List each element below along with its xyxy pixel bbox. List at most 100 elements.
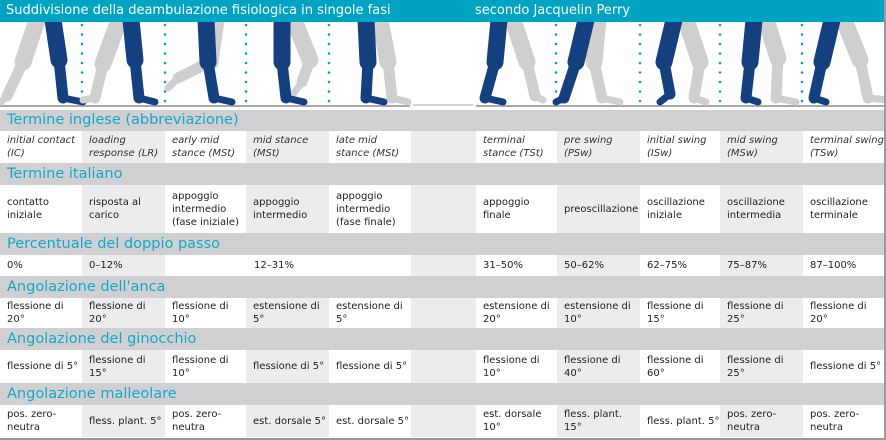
- passive-leg-shin: [688, 56, 706, 104]
- title-bar: Suddivisione della deambulazione fisiolo…: [0, 0, 886, 22]
- active-leg-shin: [360, 56, 374, 104]
- table-cell: 62–75%: [640, 255, 720, 276]
- table-cell: risposta al carico: [82, 185, 165, 233]
- active-leg-shin: [808, 56, 828, 104]
- table-cell: appoggio intermedio (fase iniziale): [165, 185, 246, 233]
- passive-leg-thigh: [285, 22, 319, 69]
- active-leg-thigh: [567, 22, 595, 71]
- active-leg-foot: [59, 94, 87, 106]
- table-cell: [411, 405, 476, 437]
- phase-divider-dot: [718, 23, 722, 27]
- phase-divider-dot: [163, 71, 167, 74]
- table-cell: oscillazione terminale: [803, 185, 884, 233]
- table-cell: flessione di 15°: [82, 350, 165, 383]
- phase-divider-dot: [638, 71, 642, 74]
- phase-divider-dot: [718, 71, 722, 74]
- table-cell: pos. zero-neutra: [0, 405, 82, 437]
- table-cell: initial contact (IC): [0, 131, 82, 163]
- passive-leg-shin: [382, 56, 398, 104]
- table-cell: appoggio intermedio (fase finale): [329, 185, 411, 233]
- table-cell: estensione di 10°: [557, 298, 640, 328]
- title-right: secondo Jacquelin Perry: [475, 3, 631, 18]
- phase-divider-dot: [554, 71, 558, 74]
- phase-divider-dot: [327, 71, 331, 74]
- phase-divider-dot: [163, 61, 167, 65]
- phase-divider-dot: [327, 33, 331, 36]
- phase-divider-dot: [244, 99, 248, 103]
- phase-divider-dot: [800, 61, 804, 65]
- table-cell: estensione di 20°: [476, 298, 557, 328]
- phase-divider-dot: [163, 33, 167, 36]
- phase-divider-dot: [163, 90, 167, 93]
- active-leg-foot: [210, 94, 236, 106]
- table-cell: pre swing (PSw): [557, 131, 640, 163]
- passive-leg-foot: [598, 94, 624, 106]
- passive-leg-foot: [288, 78, 306, 100]
- phase-divider-dot: [327, 80, 331, 84]
- passive-leg-shin: [521, 56, 541, 102]
- phase-divider-dot: [80, 90, 84, 93]
- phase-divider-dot: [638, 61, 642, 65]
- table-cell: terminal stance (TSt): [476, 131, 557, 163]
- title-left: Suddivisione della deambulazione fisiolo…: [6, 3, 391, 18]
- active-leg-shin: [740, 56, 756, 104]
- table-cell: terminal swing (TSw): [803, 131, 884, 163]
- phase-divider-dot: [718, 99, 722, 103]
- table-row: initial contact (IC)loading response (LR…: [0, 131, 884, 163]
- phase-divider-dot: [163, 99, 167, 103]
- phase-divider-dot: [638, 80, 642, 84]
- active-leg-shin: [658, 56, 676, 100]
- phase-divider-dot: [163, 80, 167, 84]
- passive-leg-thigh: [677, 22, 709, 71]
- phase-divider-dot: [800, 23, 804, 27]
- phase-divider-dot: [244, 23, 248, 27]
- active-leg-thigh: [486, 22, 508, 71]
- table-cell: est. dorsale 5°: [329, 405, 411, 437]
- phase-divider-dot: [80, 61, 84, 65]
- table-cell: flessione di 15°: [640, 298, 720, 328]
- table-cell: appoggio finale: [476, 185, 557, 233]
- active-leg-foot: [282, 94, 308, 106]
- phase-divider-dot: [80, 71, 84, 74]
- table-cell: early mid stance (MSt): [165, 131, 246, 163]
- table-cell: pos. zero-neutra: [803, 405, 884, 437]
- phase-divider-dot: [554, 42, 558, 46]
- table-cell: oscillazione iniziale: [640, 185, 720, 233]
- phase-divider-dot: [327, 52, 331, 55]
- phase-divider-dot: [718, 80, 722, 84]
- table-cell: mid swing (MSw): [720, 131, 803, 163]
- table-cell: contatto iniziale: [0, 185, 82, 233]
- phase-divider-dot: [244, 71, 248, 74]
- table-cell: flessione di 5°: [329, 350, 411, 383]
- table-cell: flessione di 10°: [476, 350, 557, 383]
- passive-leg-foot: [79, 94, 99, 104]
- section-header: Angolazione del ginocchio: [0, 328, 884, 350]
- active-leg-foot: [656, 90, 674, 106]
- active-leg-thigh: [655, 22, 683, 71]
- table-cell: flessione di 10°: [165, 298, 246, 328]
- table-cell: est. dorsale 10°: [476, 405, 557, 437]
- phase-divider-dot: [244, 61, 248, 65]
- table-cell: [411, 185, 476, 233]
- phase-divider-dot: [800, 99, 804, 103]
- phase-divider-dot: [554, 61, 558, 65]
- phase-divider-dot: [638, 99, 642, 103]
- passive-leg-shin: [89, 58, 109, 104]
- phase-divider-dot: [800, 90, 804, 93]
- table-cell: flessione di 40°: [557, 350, 640, 383]
- table-cell: [411, 255, 476, 276]
- table-cell: estensione di 5°: [329, 298, 411, 328]
- table-cell: flessione di 5°: [0, 350, 82, 383]
- passive-leg-thigh: [14, 22, 46, 71]
- passive-leg-thigh: [504, 22, 536, 71]
- table-cell: pos. zero-neutra: [165, 405, 246, 437]
- table-cell: estensione di 5°: [246, 298, 329, 328]
- phase-divider-dot: [718, 61, 722, 65]
- section-header: Percentuale del doppio passo: [0, 233, 884, 255]
- table-cell: flessione di 60°: [640, 350, 720, 383]
- table-cell: flessione di 25°: [720, 350, 803, 383]
- table-cell: est. dorsale 5°: [246, 405, 329, 437]
- table-cell: 31–50%: [476, 255, 557, 276]
- table-cell: oscillazione intermedia: [720, 185, 803, 233]
